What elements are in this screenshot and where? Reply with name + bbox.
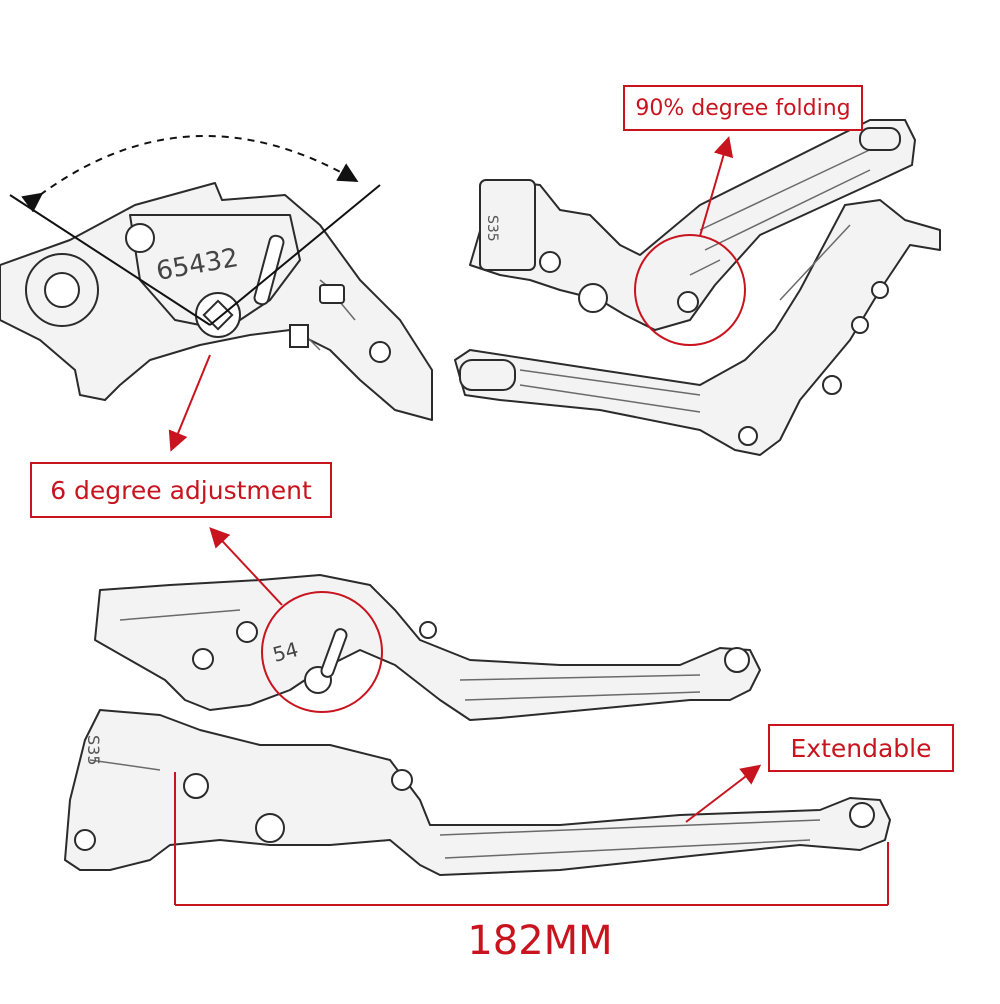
folding-callout: 90% degree folding — [623, 85, 863, 131]
adjuster-closeup: 65432 — [0, 134, 433, 421]
lever-pair: 54 S35 — [64, 527, 891, 906]
length-dimension-label: 182MM — [467, 918, 613, 964]
adjustment-callout: 6 degree adjustment — [30, 462, 332, 518]
extendable-callout: Extendable — [768, 724, 954, 772]
svg-text:S35: S35 — [84, 735, 103, 766]
svg-text:S35: S35 — [484, 215, 500, 242]
adjust-arrow — [168, 354, 211, 452]
folding-lever: S35 — [454, 119, 941, 456]
